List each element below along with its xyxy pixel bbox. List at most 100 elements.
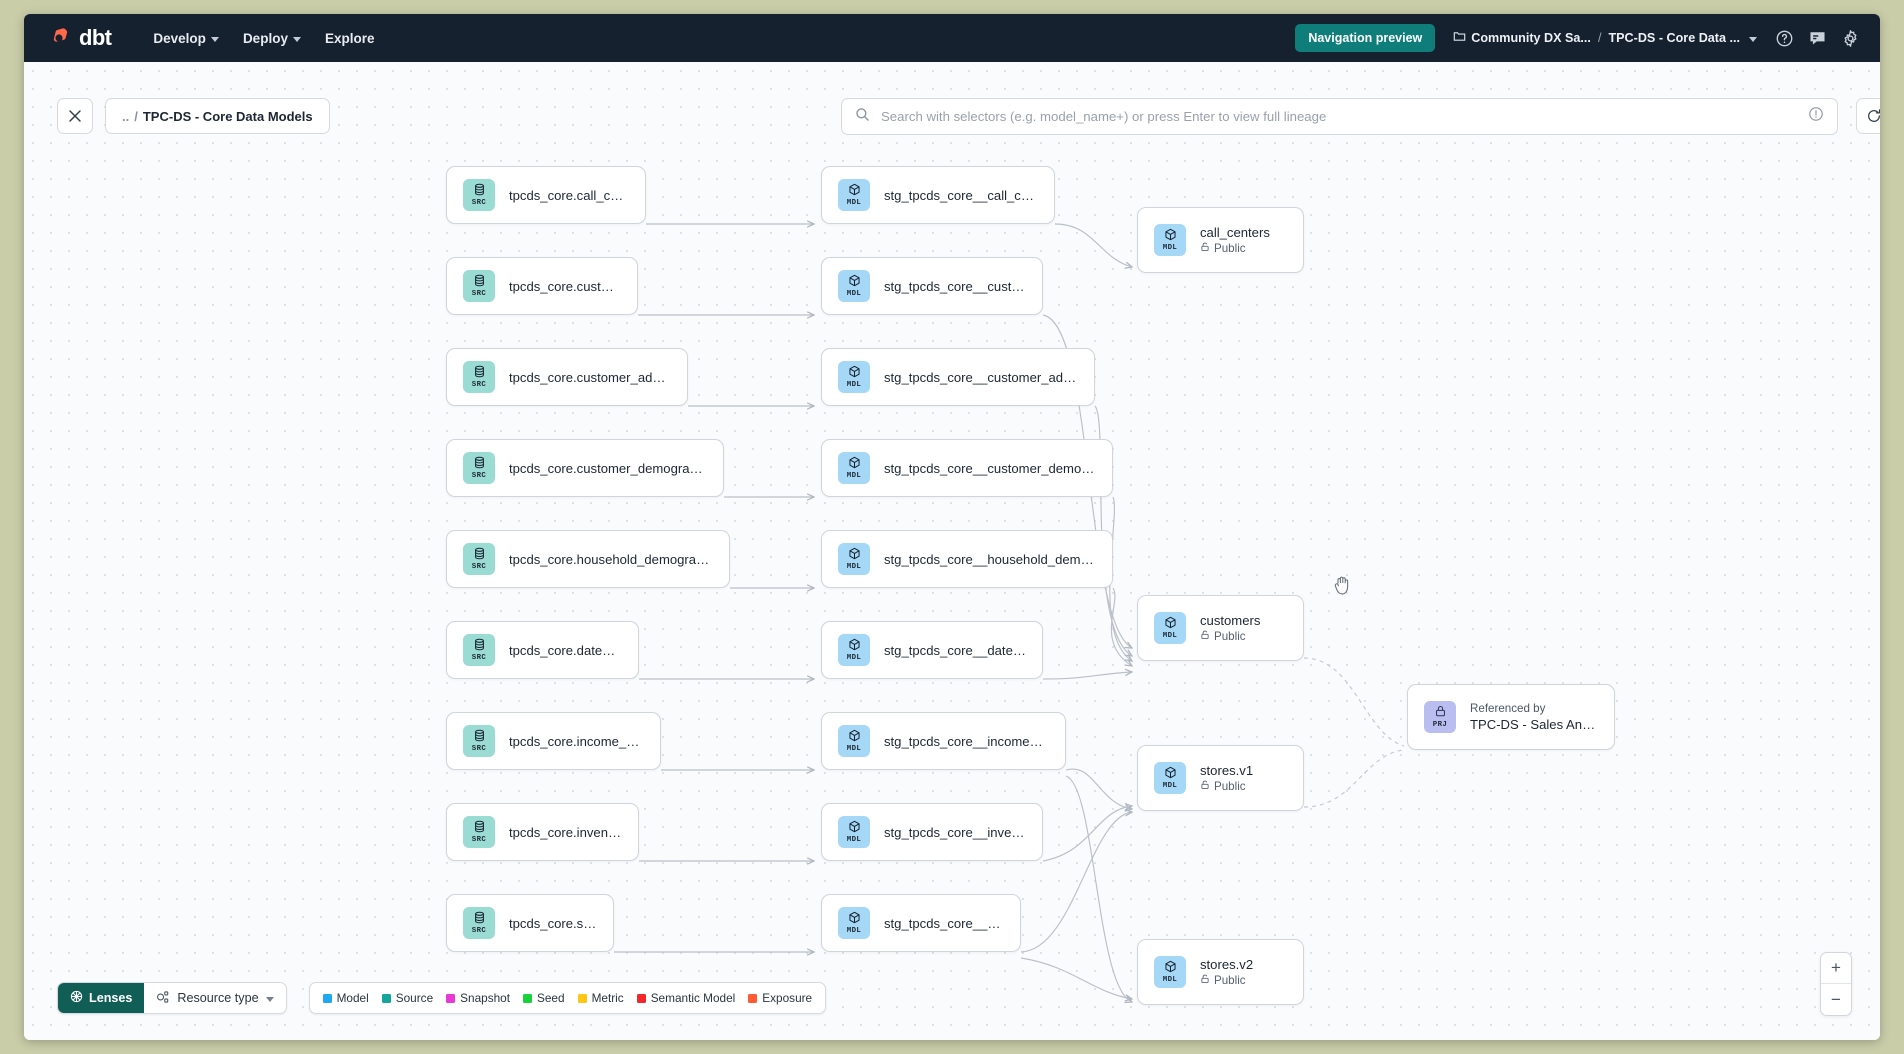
graph-breadcrumb-button[interactable]: .. / TPC-DS - Core Data Models bbox=[105, 98, 330, 134]
node-access-label: Public bbox=[1214, 780, 1246, 793]
node-labels: tpcds_core.income_band bbox=[509, 734, 644, 749]
help-circle-icon[interactable] bbox=[1775, 29, 1794, 48]
dbt-logo-icon bbox=[46, 25, 72, 51]
legend-label: Source bbox=[395, 991, 434, 1005]
search-input[interactable] bbox=[881, 109, 1797, 124]
mdl-glyph-icon bbox=[848, 274, 861, 291]
nav-deploy[interactable]: Deploy bbox=[231, 25, 313, 52]
resource-type-dropdown[interactable]: Resource type bbox=[144, 983, 285, 1013]
chip-label: MDL bbox=[846, 198, 862, 207]
chip-label: MDL bbox=[1162, 243, 1178, 252]
node-labels: stg_tpcds_core__store bbox=[884, 916, 1004, 931]
graph-breadcrumb-label: TPC-DS - Core Data Models bbox=[142, 108, 313, 124]
mdl-glyph-icon bbox=[1164, 616, 1177, 633]
chip-label: MDL bbox=[1162, 781, 1178, 790]
chip-label: MDL bbox=[1162, 975, 1178, 984]
mdl-type-chip: MDL bbox=[838, 816, 870, 848]
node-title: stores.v1 bbox=[1200, 763, 1254, 778]
brand-text: dbt bbox=[79, 25, 112, 50]
src-type-chip: SRC bbox=[463, 543, 495, 575]
lenses-button[interactable]: Lenses bbox=[58, 983, 145, 1013]
breadcrumb: Community DX Sa... / TPC-DS - Core Data … bbox=[1453, 30, 1757, 46]
zoom-out-button[interactable]: − bbox=[1831, 989, 1841, 1009]
legend-swatch bbox=[322, 993, 332, 1003]
breadcrumb-project[interactable]: TPC-DS - Core Data ... bbox=[1608, 31, 1757, 45]
legend-item-exposure: Exposure bbox=[748, 991, 812, 1005]
node-title: tpcds_core.date_dim bbox=[509, 642, 622, 658]
gear-icon[interactable] bbox=[1841, 29, 1860, 48]
src-type-chip: SRC bbox=[463, 361, 495, 393]
close-button[interactable] bbox=[57, 98, 93, 134]
graph-node-stg-date-dim[interactable]: MDL stg_tpcds_core__date_dim bbox=[821, 621, 1043, 679]
mdl-type-chip: MDL bbox=[838, 270, 870, 302]
chip-label: MDL bbox=[846, 289, 862, 298]
mdl-glyph-icon bbox=[848, 365, 861, 382]
mdl-glyph-icon bbox=[1164, 228, 1177, 245]
src-type-chip: SRC bbox=[463, 270, 495, 302]
mdl-type-chip: MDL bbox=[1154, 762, 1186, 794]
nav-develop-label: Develop bbox=[153, 30, 206, 46]
node-title: stg_tpcds_core__customer_demogra… bbox=[884, 460, 1096, 476]
feedback-icon[interactable] bbox=[1808, 29, 1827, 48]
nav-develop[interactable]: Develop bbox=[141, 25, 231, 52]
nav-explore[interactable]: Explore bbox=[313, 25, 387, 52]
node-title: tpcds_core.income_band bbox=[509, 733, 644, 749]
mdl-type-chip: MDL bbox=[838, 907, 870, 939]
breadcrumb-account[interactable]: Community DX Sa... bbox=[1453, 30, 1591, 46]
mdl-type-chip: MDL bbox=[838, 543, 870, 575]
chip-label: SRC bbox=[471, 653, 487, 662]
lens-icon bbox=[70, 990, 83, 1006]
legend-swatch bbox=[577, 993, 587, 1003]
src-type-chip: SRC bbox=[463, 634, 495, 666]
legend-item-semantic-model: Semantic Model bbox=[636, 991, 735, 1005]
node-title: stg_tpcds_core__customer_address bbox=[884, 369, 1078, 385]
node-labels: stg_tpcds_core__date_dim bbox=[884, 643, 1026, 658]
search-bar[interactable] bbox=[841, 98, 1838, 135]
info-circle-icon[interactable] bbox=[1808, 106, 1824, 127]
mdl-type-chip: MDL bbox=[838, 634, 870, 666]
chip-label: SRC bbox=[471, 198, 487, 207]
node-title: TPC-DS - Sales Analytics bbox=[1470, 717, 1598, 732]
node-labels: tpcds_core.call_center bbox=[509, 188, 629, 203]
lock-icon bbox=[1200, 974, 1210, 987]
chip-label: SRC bbox=[471, 289, 487, 298]
graph-node-src-call-center[interactable]: SRC tpcds_core.call_center bbox=[446, 166, 646, 224]
src-type-chip: SRC bbox=[463, 725, 495, 757]
graph-node-stg-store[interactable]: MDL stg_tpcds_core__store bbox=[821, 894, 1021, 952]
dbt-logo[interactable]: dbt bbox=[38, 25, 112, 51]
refresh-button[interactable] bbox=[1856, 98, 1880, 134]
mdl-glyph-icon bbox=[848, 638, 861, 655]
node-access-badge: Public bbox=[1200, 630, 1260, 643]
navigation-preview-badge[interactable]: Navigation preview bbox=[1295, 24, 1436, 52]
folder-icon bbox=[1453, 30, 1466, 46]
graph-node-src-income-band[interactable]: SRC tpcds_core.income_band bbox=[446, 712, 661, 770]
mdl-type-chip: MDL bbox=[1154, 956, 1186, 988]
node-title: tpcds_core.store bbox=[509, 915, 597, 931]
mdl-glyph-icon bbox=[848, 729, 861, 746]
zoom-in-button[interactable]: + bbox=[1821, 953, 1851, 984]
graph-node-src-date-dim[interactable]: SRC tpcds_core.date_dim bbox=[446, 621, 639, 679]
legend-swatch bbox=[446, 993, 456, 1003]
